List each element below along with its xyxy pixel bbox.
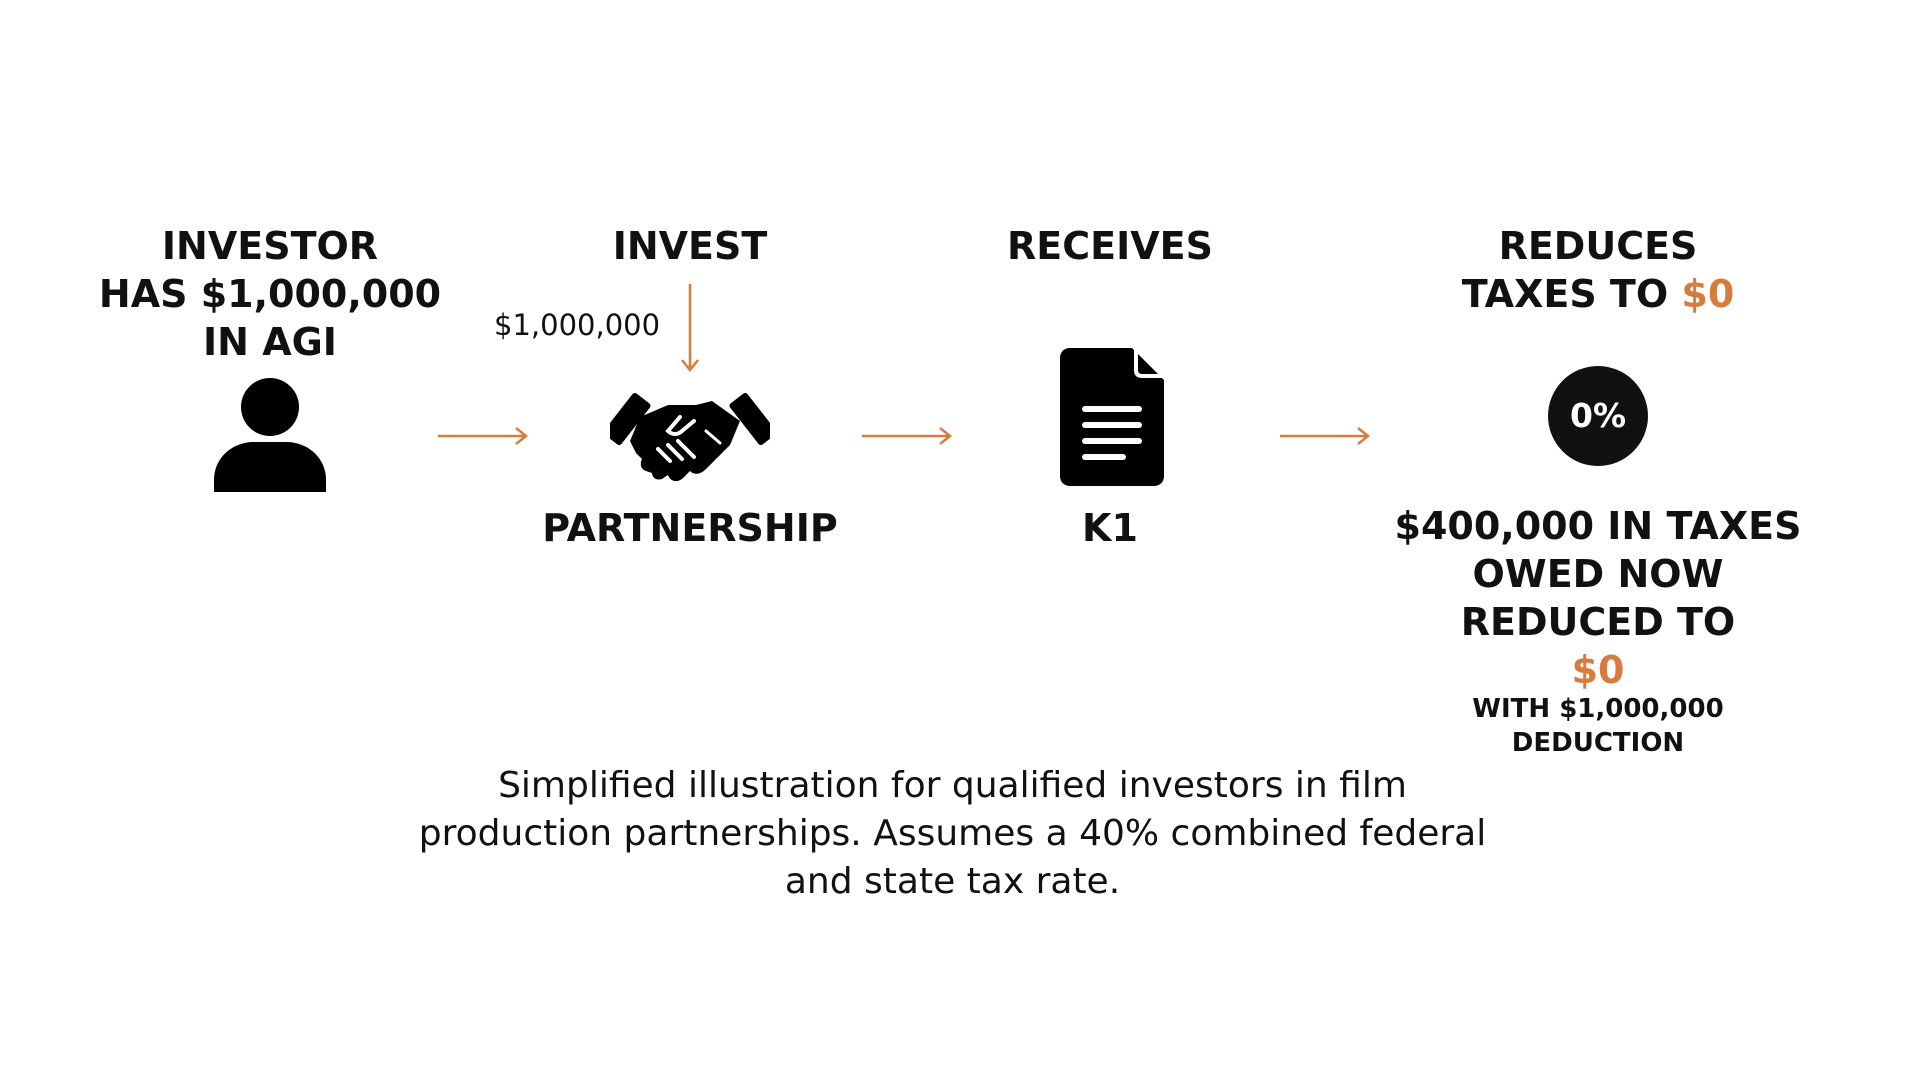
flow-arrow (1280, 427, 1371, 445)
deduction-note: WITH $1,000,000 DEDUCTION (1398, 692, 1798, 760)
deduction-note-line: WITH $1,000,000 (1472, 694, 1724, 724)
footnote-line: Simplified illustration for qualified in… (498, 765, 1407, 806)
reduces-heading: REDUCES TAXES TO $0 (1398, 222, 1798, 318)
invest-heading: INVEST (612, 224, 768, 268)
investor-heading-line: INVESTOR (161, 224, 379, 268)
reduces-heading-line: REDUCES (1498, 224, 1698, 268)
person-icon (214, 378, 326, 492)
document-icon (1060, 348, 1164, 486)
invest-down-arrow (681, 284, 699, 373)
reduces-result-line: REDUCED TO (1460, 600, 1736, 644)
reduces-heading-accent: $0 (1681, 272, 1735, 316)
deduction-note-line: DEDUCTION (1511, 728, 1685, 758)
invest-amount: $1,000,000 (494, 308, 661, 342)
flow-arrow (862, 427, 953, 445)
reduces-heading-text: TAXES TO (1461, 272, 1682, 316)
partnership-label: PARTNERSHIP (542, 506, 838, 550)
flow-arrow (438, 427, 529, 445)
footnote: Simplified illustration for qualified in… (330, 762, 1575, 906)
reduces-result-accent: $0 (1571, 648, 1625, 692)
investor-heading-line: HAS $1,000,000 (98, 272, 442, 316)
handshake-icon (610, 392, 770, 482)
footnote-line: production partnerships. Assumes a 40% c… (418, 813, 1487, 854)
receives-heading: RECEIVES (1007, 224, 1213, 268)
zero-percent-badge: 0% (1548, 366, 1648, 466)
investor-heading: INVESTOR HAS $1,000,000 IN AGI (90, 222, 450, 366)
k1-label: K1 (1082, 506, 1138, 550)
reduces-result-line: $400,000 IN TAXES (1394, 504, 1802, 548)
reduces-result-line: OWED NOW (1472, 552, 1724, 596)
investor-heading-line: IN AGI (203, 320, 337, 364)
reduces-result: $400,000 IN TAXES OWED NOW REDUCED TO $0 (1368, 502, 1828, 694)
footnote-line: and state tax rate. (784, 861, 1121, 902)
reduces-heading-line: TAXES TO $0 (1398, 270, 1798, 318)
